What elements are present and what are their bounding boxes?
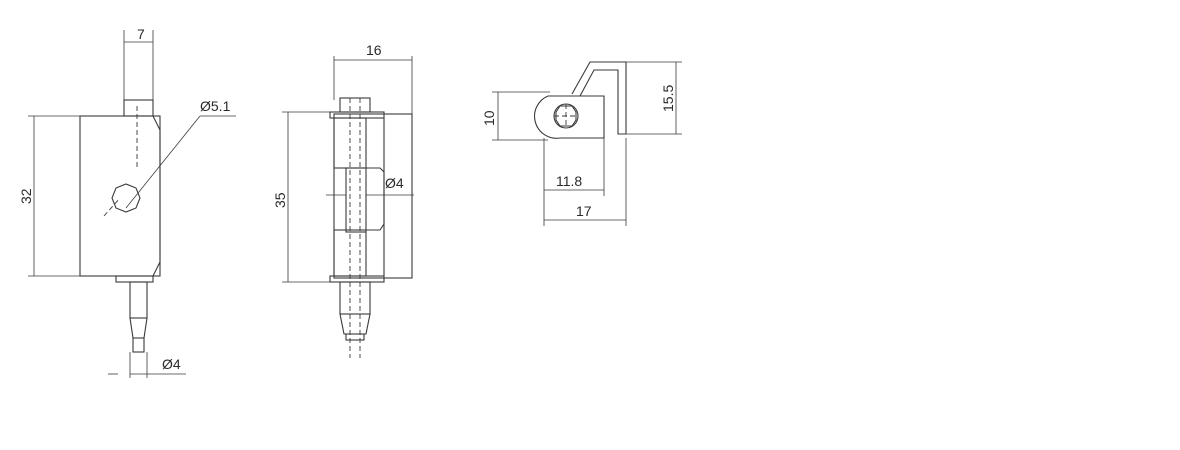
front-width-dim: 7 xyxy=(137,26,145,42)
top-inner-dim: 11.8 xyxy=(556,173,582,189)
side-pin-dim: Ø4 xyxy=(385,175,404,191)
side-width-dim: 16 xyxy=(366,42,382,58)
front-pin-dim: Ø4 xyxy=(162,356,181,372)
front-view: 7 Ø5.1 32 Ø4 xyxy=(18,26,236,378)
side-height-dim: 35 xyxy=(272,192,288,208)
front-height-dim: 32 xyxy=(18,188,34,204)
top-tall-dim: 15.5 xyxy=(660,85,676,112)
side-view: 16 35 Ø4 xyxy=(272,42,414,358)
top-overall-dim: 17 xyxy=(576,203,592,219)
front-hole-dim: Ø5.1 xyxy=(200,98,231,114)
top-view: 10 15.5 11.8 17 xyxy=(481,61,682,226)
top-height-dim: 10 xyxy=(481,110,497,126)
